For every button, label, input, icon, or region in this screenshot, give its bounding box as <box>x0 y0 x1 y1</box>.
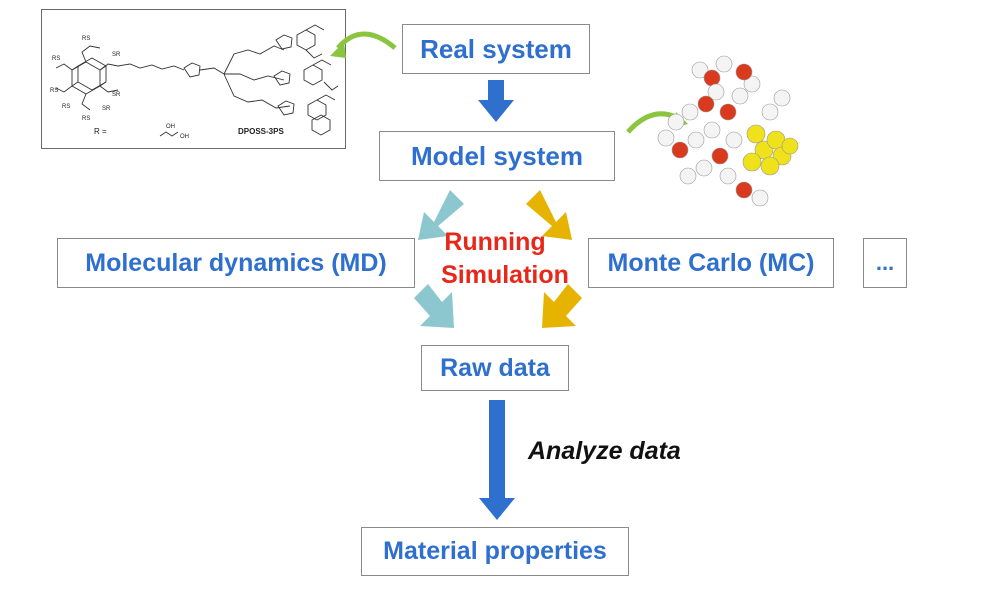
raw-data-label: Raw data <box>440 353 550 382</box>
simulation-label: Simulation <box>441 261 569 289</box>
svg-text:RS: RS <box>82 116 90 122</box>
real-system-label: Real system <box>420 33 572 64</box>
model-system-box: Model system <box>379 131 615 181</box>
running-label: Running <box>444 228 546 256</box>
raw-data-box: Raw data <box>421 345 569 391</box>
svg-text:SR: SR <box>102 106 111 112</box>
molecule-drawing: RS SR RS SR RS SR RS RS OH OH <box>50 24 339 140</box>
gold-arrow-model-to-mc <box>526 190 572 240</box>
material-properties-label: Material properties <box>383 537 607 565</box>
analyze-data-label: Analyze data <box>528 437 681 465</box>
gold-arrow-mc-to-raw <box>542 284 582 328</box>
chemical-structure-image: RS SR RS SR RS SR RS RS OH OH R = DPOSS-3PS <box>41 9 346 149</box>
teal-arrow-md-to-raw <box>414 284 454 328</box>
svg-text:RS: RS <box>50 88 58 94</box>
blue-arrow-raw-to-properties <box>479 400 515 520</box>
material-properties-box: Material properties <box>361 527 629 576</box>
svg-text:SR: SR <box>112 92 121 98</box>
chem-title: DPOSS-3PS <box>238 127 284 136</box>
svg-text:OH: OH <box>166 124 175 130</box>
monte-carlo-box: Monte Carlo (MC) <box>588 238 834 288</box>
chem-r-label: R = <box>94 127 107 136</box>
teal-arrow-model-to-md <box>418 190 464 240</box>
svg-text:SR: SR <box>112 52 121 58</box>
more-methods-label: ... <box>875 250 895 275</box>
molecular-dynamics-label: Molecular dynamics (MD) <box>85 248 387 277</box>
svg-text:RS: RS <box>82 36 90 42</box>
molecular-dynamics-box: Molecular dynamics (MD) <box>57 238 415 288</box>
green-curved-arrow-left <box>330 31 397 58</box>
monte-carlo-label: Monte Carlo (MC) <box>607 248 815 277</box>
svg-text:RS: RS <box>52 56 60 62</box>
svg-text:OH: OH <box>180 134 189 140</box>
model-system-label: Model system <box>411 140 583 171</box>
more-methods-box: ... <box>863 238 907 288</box>
real-system-box: Real system <box>402 24 590 74</box>
blue-arrow-real-to-model <box>478 80 514 122</box>
bead-model-image <box>657 55 799 207</box>
svg-text:RS: RS <box>62 104 70 110</box>
